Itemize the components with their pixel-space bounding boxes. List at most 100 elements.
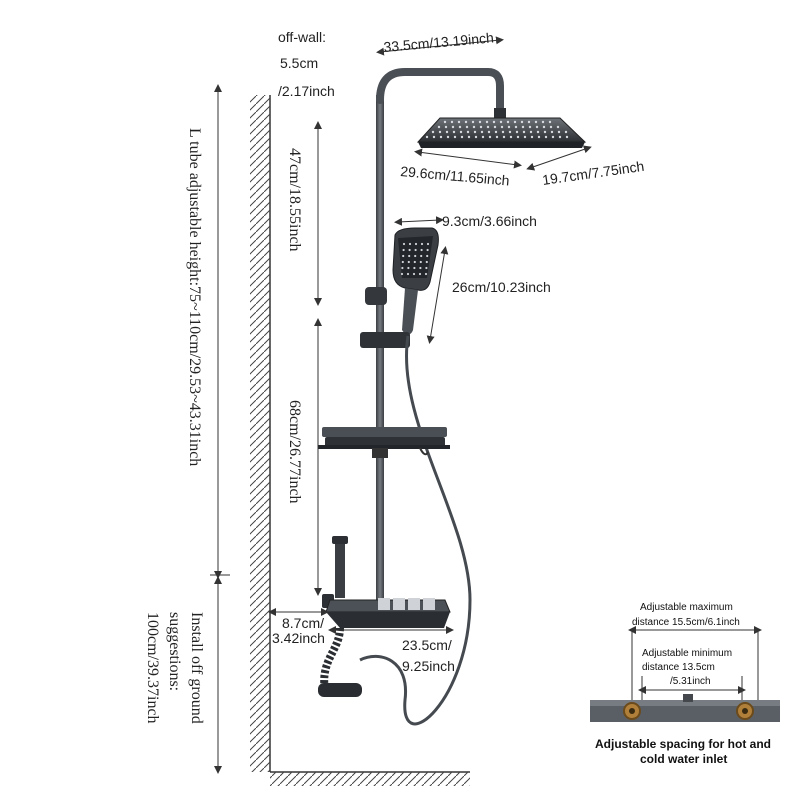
nozzle-dot [453, 135, 457, 139]
nozzle-dot [438, 130, 442, 134]
nozzle-dot [437, 125, 441, 129]
nozzle-dot [542, 125, 546, 129]
nozzle-dot [557, 130, 561, 134]
off-wall-title: off-wall: [278, 29, 326, 45]
nozzle-dot [426, 242, 430, 246]
handheld-nozzles [400, 242, 430, 276]
nozzle-dot [506, 120, 510, 124]
nozzle-dot [556, 125, 560, 129]
nozzle-dot [414, 254, 417, 258]
nozzle-dot [446, 135, 450, 139]
spout-cm-label: 8.7cm/ [282, 615, 324, 631]
nozzle-dot [544, 135, 548, 139]
nozzle-dot [406, 272, 410, 276]
nozzle-dot [420, 254, 423, 258]
nozzle-dot [426, 248, 429, 252]
nozzle-dot [408, 254, 411, 258]
nozzle-dot [413, 260, 416, 264]
nozzle-dot [420, 242, 424, 246]
nozzle-dot [513, 120, 517, 124]
install-line3: 100cm/39.37inch [144, 612, 161, 724]
inset-caption-line2: cold water inlet [640, 752, 727, 766]
handheld-length-label: 26cm/10.23inch [452, 279, 551, 295]
nozzle-dot [464, 120, 468, 124]
inset-max-line1: Adjustable maximum [640, 602, 733, 613]
wall [250, 95, 271, 772]
inset-min-line1: Adjustable minimum [642, 648, 732, 659]
nozzle-dot [558, 135, 562, 139]
nozzle-dot [564, 130, 568, 134]
nozzle-dot [450, 120, 454, 124]
nozzle-dot [486, 125, 490, 129]
nozzle-dot [485, 120, 489, 124]
nozzle-dot [401, 266, 404, 270]
inlet-spacing-inset: Adjustable maximum distance 15.5cm/6.1in… [590, 602, 780, 766]
nozzle-dot [480, 130, 484, 134]
floor [270, 771, 470, 786]
nozzle-dot [471, 120, 475, 124]
nozzle-dot [472, 125, 476, 129]
nozzle-dot [412, 272, 416, 276]
nozzle-dot [460, 135, 464, 139]
nozzle-dot [402, 254, 405, 258]
nozzle-dot [501, 130, 505, 134]
nozzle-dot [500, 125, 504, 129]
inset-min-line2: distance 13.5cm [642, 662, 715, 673]
nozzle-dot [541, 120, 545, 124]
nozzle-dot [459, 130, 463, 134]
nozzle-dot [466, 130, 470, 134]
head-depth-label: 19.7cm/7.75inch [541, 158, 645, 188]
nozzle-dot [521, 125, 525, 129]
nozzle-dot [534, 120, 538, 124]
nozzle-dot [495, 135, 499, 139]
nozzle-dot [414, 248, 417, 252]
nozzle-dot [551, 135, 555, 139]
inset-caption-line1: Adjustable spacing for hot and [595, 737, 771, 751]
nozzle-dot [509, 135, 513, 139]
nozzle-dot [478, 120, 482, 124]
shower-head-nozzles [425, 120, 569, 139]
nozzle-dot [457, 120, 461, 124]
shower-system [318, 68, 587, 726]
install-line1: Install off ground [188, 612, 205, 724]
nozzle-dot [414, 242, 418, 246]
handheld-width-label: 9.3cm/3.66inch [442, 213, 537, 229]
nozzle-dot [402, 242, 406, 246]
nozzle-dot [425, 260, 428, 264]
nozzle-dot [487, 130, 491, 134]
nozzle-dot [508, 130, 512, 134]
lower-height-label: 68cm/26.77inch [286, 400, 303, 504]
nozzle-dot [402, 248, 405, 252]
nozzle-dot [426, 254, 429, 258]
nozzle-dot [528, 125, 532, 129]
off-wall-cm: 5.5cm [280, 55, 318, 71]
nozzle-dot [418, 272, 422, 276]
nozzle-dot [424, 272, 428, 276]
mixer-cm-label: 23.5cm/ [402, 637, 452, 653]
nozzle-dot [527, 120, 531, 124]
mixer-panel [318, 536, 451, 697]
nozzle-dot [401, 260, 404, 264]
nozzle-dot [439, 135, 443, 139]
nozzle-dot [467, 135, 471, 139]
nozzle-dot [408, 242, 412, 246]
nozzle-dot [515, 130, 519, 134]
nozzle-dot [548, 120, 552, 124]
nozzle-dot [520, 120, 524, 124]
upper-height-label: 47cm/18.55inch [286, 148, 303, 252]
nozzle-dot [492, 120, 496, 124]
nozzle-dot [529, 130, 533, 134]
nozzle-dot [443, 120, 447, 124]
nozzle-dot [537, 135, 541, 139]
nozzle-dot [408, 248, 411, 252]
nozzle-dot [413, 266, 416, 270]
nozzle-dot [431, 130, 435, 134]
nozzle-dot [494, 130, 498, 134]
head-width-top-label: 33.5cm/13.19inch [383, 29, 495, 55]
inset-min-line3: /5.31inch [670, 676, 711, 687]
nozzle-dot [530, 135, 534, 139]
nozzle-dot [458, 125, 462, 129]
nozzle-dot [536, 130, 540, 134]
nozzle-dot [452, 130, 456, 134]
